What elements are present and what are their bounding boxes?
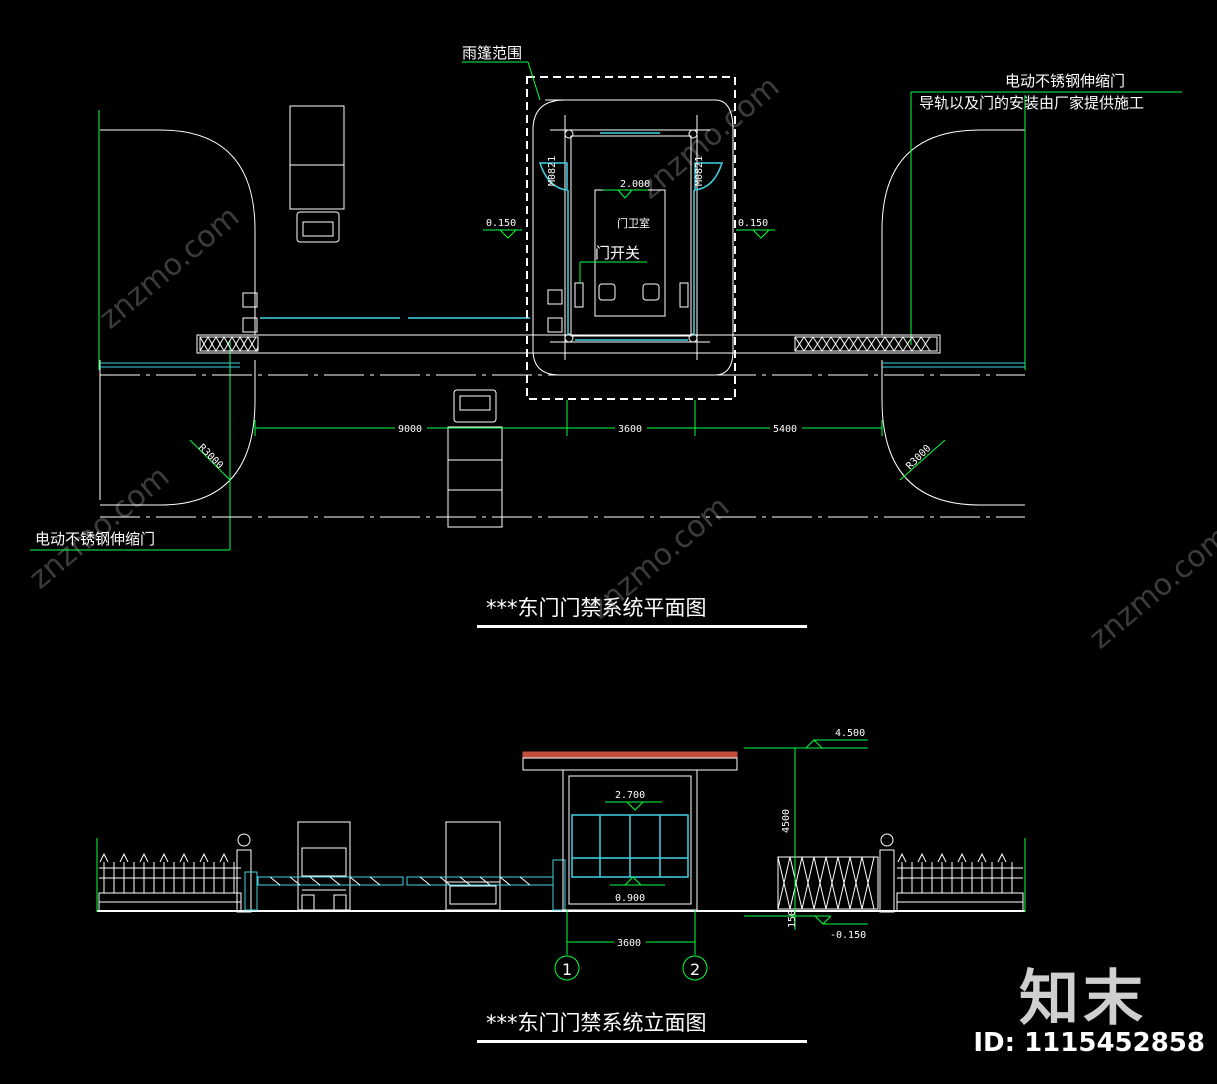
radius-right: R3000 <box>904 443 933 472</box>
elevation-view: 4.500 2.700 0.900 -0.150 4500 150 3600 1… <box>96 728 1026 1043</box>
dim-height: 4500 <box>781 809 792 833</box>
right-telescopic-gate <box>794 336 938 352</box>
sill-level: 0.900 <box>615 893 645 904</box>
axis-2: 2 <box>690 960 700 979</box>
dim-right: 5400 <box>773 424 797 435</box>
barrier-box <box>242 292 258 308</box>
watermark-text: znzmo.com <box>93 199 247 336</box>
watermark-text: znzmo.com <box>23 459 177 596</box>
canopy-extent <box>526 76 736 400</box>
gate-note-line1: 电动不锈钢伸缩门 <box>1005 72 1125 90</box>
axis-1: 1 <box>562 960 572 979</box>
canopy-label: 雨篷范围 <box>462 44 522 62</box>
gate-rail <box>196 334 941 354</box>
dim-width: 3600 <box>617 938 641 949</box>
guard-windows <box>571 814 689 878</box>
dim-mid: 3600 <box>618 424 642 435</box>
gate-label-left: 电动不锈钢伸缩门 <box>35 530 155 548</box>
id-label: ID: 1115452858 <box>973 1028 1205 1058</box>
watermark-text: znzmo.com <box>633 69 787 206</box>
plan-title: ***东门门禁系统平面图 <box>486 596 707 620</box>
left-curb <box>99 129 256 506</box>
floor-level: 2.000 <box>620 179 650 190</box>
elevation-title: ***东门门禁系统立面图 <box>486 1011 707 1035</box>
left-telescopic-gate <box>199 335 259 353</box>
watermark-text: znzmo.com <box>1083 519 1217 656</box>
truck-elev-right <box>445 821 501 911</box>
guard-house-elev <box>522 751 738 911</box>
room-label: 门卫室 <box>617 216 650 230</box>
level-left: 0.150 <box>486 218 516 229</box>
ground-level: -0.150 <box>830 930 866 941</box>
switch-label: 门开关 <box>595 244 640 262</box>
top-level: 4.500 <box>835 728 865 739</box>
left-fence <box>98 852 242 912</box>
truck-plan-bottom <box>447 389 503 528</box>
guard-house-plan <box>550 115 710 360</box>
chair-icon <box>598 283 660 301</box>
dim-base: 150 <box>787 910 798 928</box>
gate-note-line2: 导轨以及门的安装由厂家提供施工 <box>919 94 1144 112</box>
telescopic-gate-elev <box>777 856 879 910</box>
dim-left: 9000 <box>398 424 422 435</box>
barrier-arm-elev <box>244 859 566 911</box>
right-curb <box>881 129 1025 506</box>
right-fence <box>896 852 1024 912</box>
eave-level: 2.700 <box>615 790 645 801</box>
window-tag-left: M0821 <box>547 156 558 186</box>
level-right: 0.150 <box>738 218 768 229</box>
window-tag-right: M0821 <box>694 156 705 186</box>
brand-logo: 知末 <box>1019 964 1147 1034</box>
axis-bubble-2 <box>682 955 708 981</box>
truck-elev-left <box>297 821 351 911</box>
radius-left: R3000 <box>196 442 225 471</box>
axis-bubble-1 <box>554 955 580 981</box>
truck-plan-top <box>289 105 345 243</box>
plan-view: M0821 M0821 2.000 门卫室 门开关 0.150 0.150 雨篷… <box>30 44 1182 628</box>
